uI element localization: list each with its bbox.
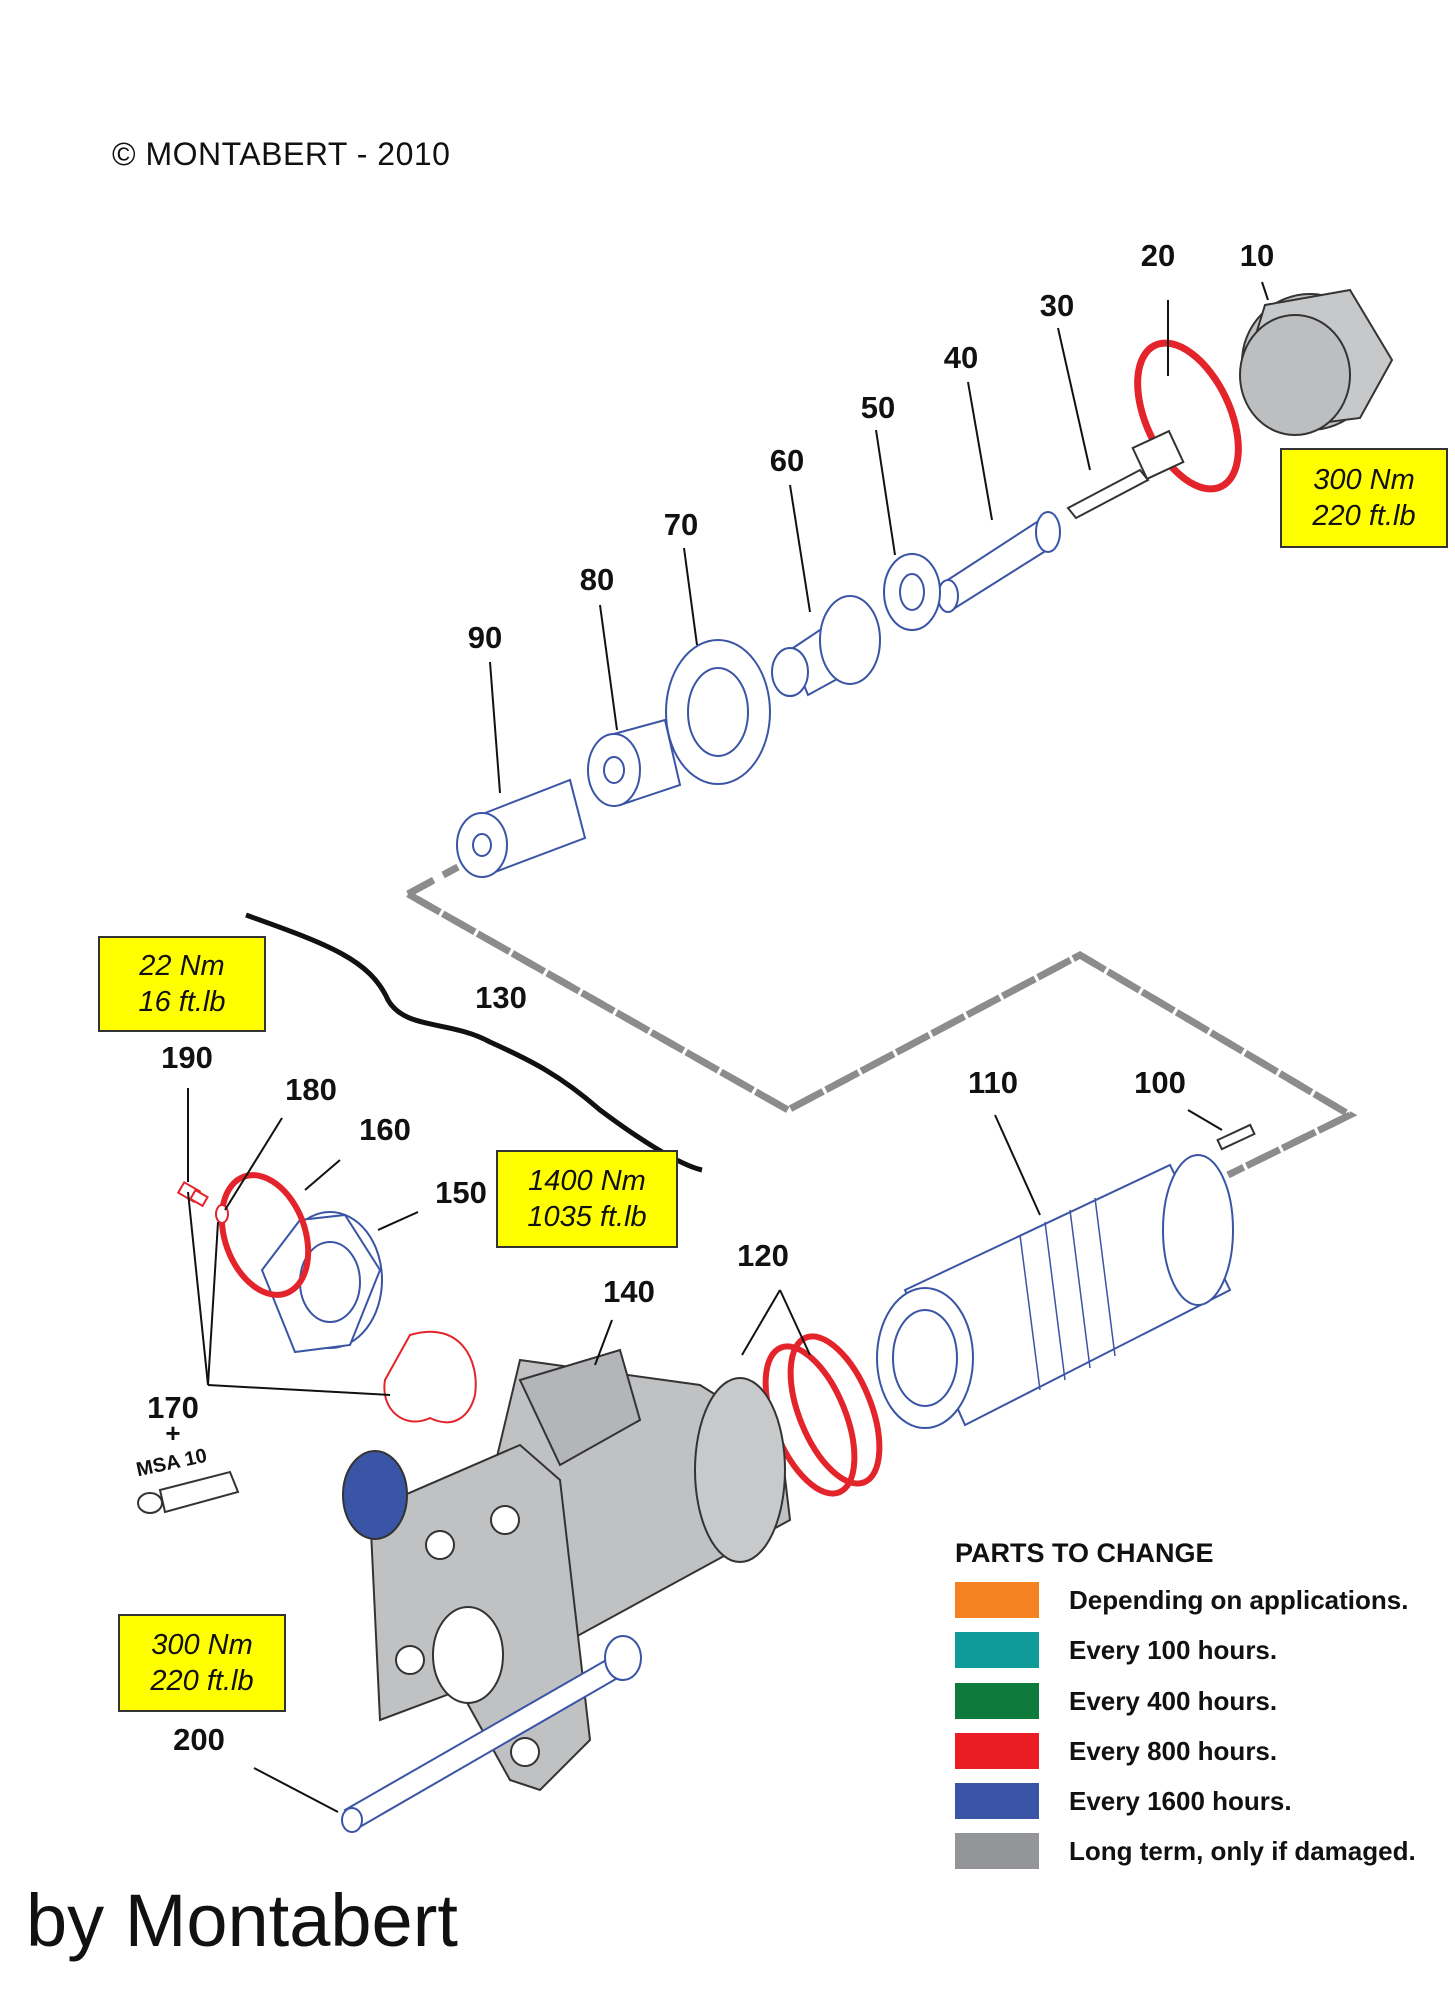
legend-label: Every 1600 hours. [1069, 1785, 1292, 1816]
part-label-10: 10 [1239, 238, 1275, 273]
legend-item: Long term, only if damaged. [955, 1833, 1416, 1869]
legend-swatch-blue [955, 1783, 1039, 1819]
legend-swatch-orange [955, 1582, 1039, 1618]
part-160-ring [218, 1172, 312, 1298]
part-label-80: 80 [579, 562, 615, 597]
part-label-70: 70 [663, 507, 699, 542]
torque-ftlb: 1035 ft.lb [527, 1201, 647, 1233]
byline-text: by Montabert [26, 1879, 458, 1962]
legend-label: Every 400 hours. [1069, 1685, 1278, 1716]
legend-item: Every 1600 hours. [955, 1783, 1292, 1819]
torque-ftlb: 16 ft.lb [138, 986, 226, 1018]
legend-label: Depending on applications. [1069, 1584, 1409, 1615]
part-label-90: 90 [467, 620, 503, 655]
torque-box-part-150: 1400 Nm 1035 ft.lb [496, 1150, 678, 1248]
legend-swatch-red [955, 1733, 1039, 1769]
part-50-washer [883, 553, 941, 631]
torque-nm: 1400 Nm [528, 1165, 646, 1197]
part-label-60: 60 [769, 443, 805, 478]
part-80-cylinder [587, 718, 682, 807]
legend-swatch-teal [955, 1632, 1039, 1668]
legend-label: Long term, only if damaged. [1069, 1835, 1416, 1866]
part-120-ring-b [787, 1333, 883, 1487]
torque-nm: 300 Nm [1313, 464, 1415, 496]
legend-item: Every 100 hours. [955, 1632, 1277, 1668]
torque-ftlb: 220 ft.lb [1312, 500, 1416, 532]
part-110-sleeve [876, 1154, 1234, 1429]
legend-item: Every 800 hours. [955, 1733, 1277, 1769]
red-seal-cap [383, 1330, 477, 1424]
grease-tube-icon [137, 1470, 240, 1514]
legend-title: PARTS TO CHANGE [955, 1538, 1214, 1568]
part-label-20: 20 [1140, 238, 1176, 273]
part-60-sleeve [771, 595, 881, 697]
part-label-130: 130 [475, 980, 527, 1015]
part-90-piston [456, 778, 587, 878]
part-label-100: 100 [1134, 1065, 1186, 1100]
torque-box-part-190: 22 Nm 16 ft.lb [98, 936, 266, 1032]
part-200-bolt [341, 1635, 642, 1833]
part-label-200: 200 [173, 1722, 225, 1757]
part-label-40: 40 [943, 340, 979, 375]
copyright-text: © MONTABERT - 2010 [112, 136, 451, 172]
assembly-dashed-path [400, 864, 1358, 1179]
part-label-150: 150 [435, 1175, 487, 1210]
part-label-120: 120 [737, 1238, 789, 1273]
torque-nm: 300 Nm [151, 1629, 253, 1661]
kit-130-bracket [245, 912, 703, 1173]
part-100-pin [1216, 1123, 1256, 1151]
part-70-flange [665, 639, 771, 785]
part-190-screw [176, 1180, 209, 1208]
torque-box-part-200: 300 Nm 220 ft.lb [118, 1614, 286, 1712]
torque-nm: 22 Nm [139, 950, 225, 982]
legend-swatch-green [955, 1683, 1039, 1719]
legend-label: Every 800 hours. [1069, 1735, 1278, 1766]
part-label-160: 160 [359, 1112, 411, 1147]
part-label-140: 140 [603, 1274, 655, 1309]
legend-item: Every 400 hours. [955, 1683, 1277, 1719]
leader-lines [187, 281, 1269, 1813]
part-150-nut [260, 1211, 383, 1354]
part-label-180: 180 [285, 1072, 337, 1107]
part-label-110: 110 [967, 1065, 1018, 1100]
legend-item: Depending on applications. [955, 1582, 1408, 1618]
part-10-nut [1239, 288, 1394, 436]
torque-box-part-10: 300 Nm 220 ft.lb [1280, 448, 1448, 548]
part-label-50: 50 [860, 390, 896, 425]
legend-swatch-gray [955, 1833, 1039, 1869]
torque-ftlb: 220 ft.lb [150, 1665, 254, 1697]
part-40-spool [937, 511, 1061, 613]
part-label-170: 170 [147, 1390, 199, 1425]
legend-label: Every 100 hours. [1069, 1634, 1278, 1665]
part-20-ring [1134, 339, 1242, 493]
part-label-30: 30 [1039, 288, 1075, 323]
part-30-pin [1066, 429, 1185, 520]
part-label-190: 190 [161, 1040, 213, 1075]
plus-sign: + [165, 1418, 181, 1448]
